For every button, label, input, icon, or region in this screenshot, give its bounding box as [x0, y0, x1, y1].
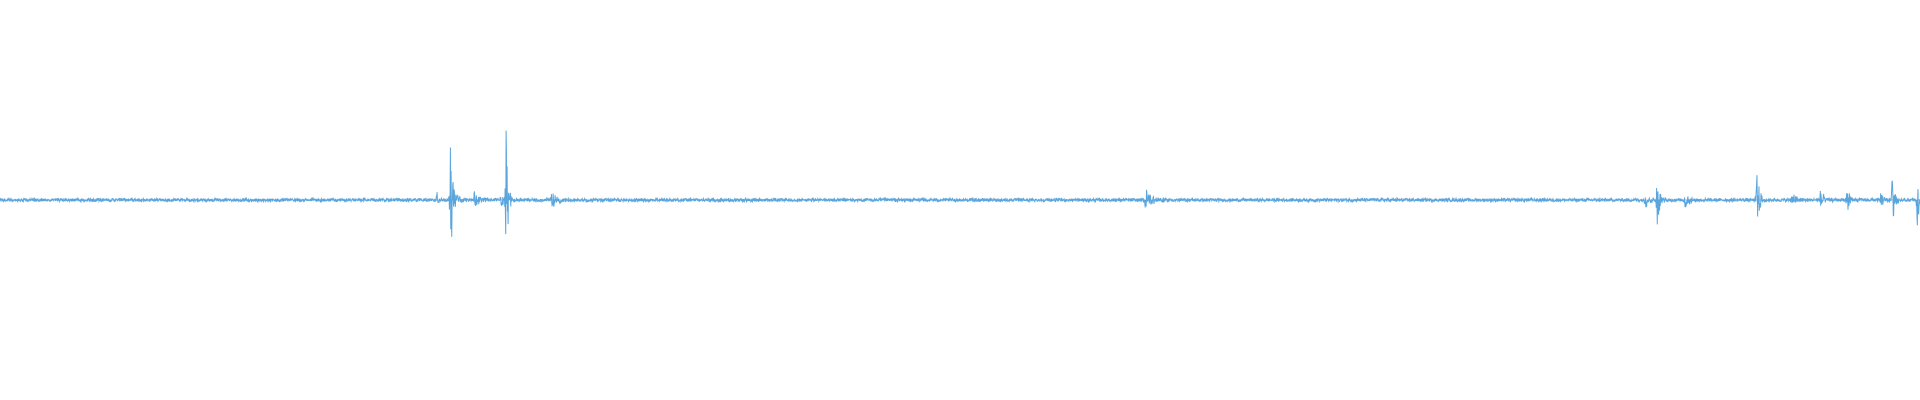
waveform-trace: [0, 130, 1920, 237]
